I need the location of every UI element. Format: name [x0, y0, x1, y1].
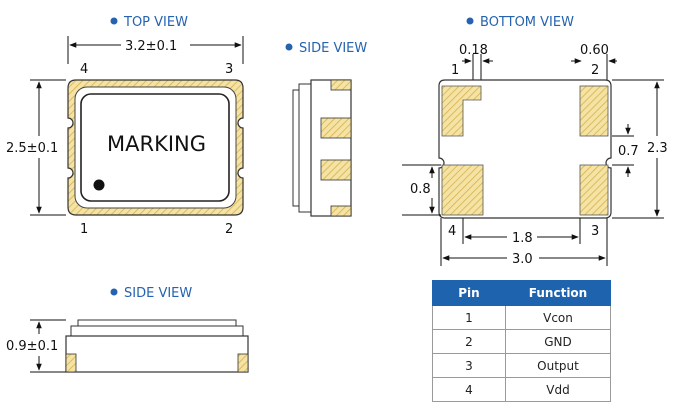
top-pin-1: 1: [80, 222, 88, 237]
table-row: 1 Vcon: [432, 305, 611, 330]
table-row: 3 Output: [432, 353, 611, 378]
table-row: 4 Vdd: [432, 377, 611, 402]
pin-function-table: Pin Function 1 Vcon 2 GND 3 Output 4 Vdd: [432, 280, 611, 402]
view-title-bottom: BOTTOM VIEW: [466, 15, 574, 30]
pin-function: Vcon: [505, 305, 611, 330]
pin-function: Output: [505, 353, 611, 378]
top-pin-4: 4: [80, 62, 88, 77]
view-title-side-lower: SIDE VIEW: [110, 286, 192, 301]
svg-text:SIDE VIEW: SIDE VIEW: [299, 41, 367, 56]
bottom-pad-height-dim: 0.8: [410, 182, 431, 197]
bottom-pad-width-dim: 0.18: [459, 43, 488, 58]
bottom-total-dim: 3.0: [512, 252, 533, 267]
svg-text:SIDE VIEW: SIDE VIEW: [124, 286, 192, 301]
bottom-corner-dim: 0.60: [580, 43, 609, 58]
side-height-dim: 0.9±0.1: [6, 339, 58, 354]
bottom-pin-2: 2: [591, 63, 599, 78]
top-pin-3: 3: [225, 62, 233, 77]
pin-number: 2: [432, 329, 506, 354]
view-title-top: TOP VIEW: [110, 15, 188, 30]
top-view: 3.2±0.1 2.5±0.1 MARKING 4 3 1 2: [6, 36, 244, 237]
top-width-dim: 3.2±0.1: [125, 39, 177, 54]
pin-number: 4: [432, 377, 506, 402]
marking-label: MARKING: [107, 132, 206, 156]
bottom-pin-4: 4: [448, 224, 456, 239]
pin-function: Vdd: [505, 377, 611, 402]
bottom-view: 0.18 0.60 1 2 4 3 2.3 0.7 0.8: [402, 43, 668, 267]
pin1-dot: [93, 179, 105, 191]
pin-number: 1: [432, 305, 506, 330]
bottom-pin-3: 3: [591, 224, 599, 239]
bottom-inner-dim: 1.8: [512, 231, 533, 246]
side-view-lower: 0.9±0.1: [6, 319, 249, 373]
table-row: 2 GND: [432, 329, 611, 354]
table-header-row: Pin Function: [432, 280, 611, 306]
svg-text:BOTTOM VIEW: BOTTOM VIEW: [480, 15, 574, 30]
pin-number: 3: [432, 353, 506, 378]
view-title-side-right: SIDE VIEW: [285, 41, 367, 56]
header-pin: Pin: [432, 280, 506, 306]
top-pin-2: 2: [225, 222, 233, 237]
svg-text:TOP VIEW: TOP VIEW: [123, 15, 188, 30]
pin-function: GND: [505, 329, 611, 354]
bottom-pin-1: 1: [451, 63, 459, 78]
side-view-right: [292, 79, 352, 217]
bottom-height-dim: 2.3: [647, 141, 668, 156]
bottom-gap-dim: 0.7: [618, 144, 639, 159]
top-height-dim: 2.5±0.1: [6, 141, 58, 156]
header-function: Function: [505, 280, 611, 306]
